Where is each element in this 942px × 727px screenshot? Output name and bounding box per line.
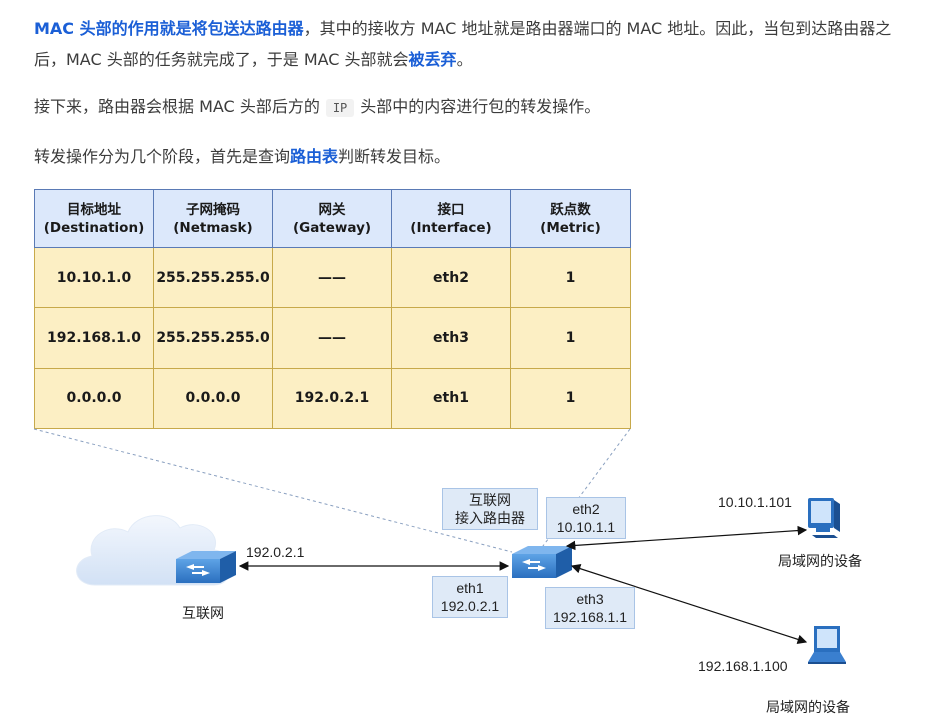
cell-destination: 0.0.0.0 xyxy=(34,367,154,430)
paragraph-text-end: 。 xyxy=(456,50,473,69)
cell-netmask: 0.0.0.0 xyxy=(153,367,273,430)
router-icon xyxy=(176,551,236,583)
paragraph-text-end: 头部中的内容进行包的转发操作。 xyxy=(360,97,601,116)
highlight-discarded: 被丢弃 xyxy=(408,50,457,69)
pc2-label: 局域网的设备 xyxy=(766,699,850,715)
zoom-line-left xyxy=(33,428,513,553)
pc2-ip: 192.168.1.100 xyxy=(698,658,788,674)
cell-metric: 1 xyxy=(510,367,631,430)
highlight-mac-role: MAC 头部的作用就是将包送达路由器 xyxy=(34,19,304,38)
header-interface: 接口(Interface) xyxy=(391,188,511,249)
router-name-box: 互联网接入路由器 xyxy=(442,488,538,530)
paragraph-text: ，其中的接收方 MAC 地址就是路由器端口的 MAC 地址。因此，当包到达路由器… xyxy=(34,19,892,69)
cell-destination: 10.10.1.0 xyxy=(34,247,154,309)
cell-netmask: 255.255.255.0 xyxy=(153,307,273,369)
cell-destination: 192.168.1.0 xyxy=(34,307,154,369)
paragraph-intro: MAC 头部的作用就是将包送达路由器，其中的接收方 MAC 地址就是路由器端口的… xyxy=(34,13,914,75)
inline-code-ip: IP xyxy=(325,99,355,117)
laptop-icon xyxy=(808,626,846,664)
pc1-ip: 10.10.1.101 xyxy=(718,494,792,510)
cell-gateway: 192.0.2.1 xyxy=(272,367,392,430)
internet-router-ip: 192.0.2.1 xyxy=(246,544,305,560)
paragraph-forwarding: 接下来，路由器会根据 MAC 头部后方的 IP 头部中的内容进行包的转发操作。 xyxy=(34,91,914,124)
header-gateway: 网关(Gateway) xyxy=(272,188,392,249)
header-destination: 目标地址(Destination) xyxy=(34,188,154,249)
internet-label: 互联网 xyxy=(182,605,224,621)
paragraph-route-lookup: 转发操作分为几个阶段，首先是查询路由表判断转发目标。 xyxy=(34,141,914,172)
pc1-label: 局域网的设备 xyxy=(778,553,862,569)
table-row: 192.168.1.0 255.255.255.0 —— eth3 1 xyxy=(34,307,631,369)
zoom-line-right xyxy=(539,428,631,551)
paragraph-text: 接下来，路由器会根据 MAC 头部后方的 xyxy=(34,97,320,116)
cell-netmask: 255.255.255.0 xyxy=(153,247,273,309)
cell-metric: 1 xyxy=(510,307,631,369)
table-row: 0.0.0.0 0.0.0.0 192.0.2.1 eth1 1 xyxy=(34,367,631,430)
paragraph-text-end: 判断转发目标。 xyxy=(338,147,451,166)
table-header-row: 目标地址(Destination) 子网掩码(Netmask) 网关(Gatew… xyxy=(34,188,631,249)
table-row: 10.10.1.0 255.255.255.0 —— eth2 1 xyxy=(34,247,631,309)
highlight-route-table: 路由表 xyxy=(290,147,339,166)
link-eth2 xyxy=(565,525,808,551)
desktop-monitor-icon xyxy=(808,498,840,538)
header-netmask: 子网掩码(Netmask) xyxy=(153,188,273,249)
link-eth3 xyxy=(570,564,808,644)
router-icon xyxy=(512,546,572,578)
cell-interface: eth1 xyxy=(391,367,511,430)
routing-table: 目标地址(Destination) 子网掩码(Netmask) 网关(Gatew… xyxy=(34,188,631,430)
cell-interface: eth2 xyxy=(391,247,511,309)
paragraph-text: 转发操作分为几个阶段，首先是查询 xyxy=(34,147,291,166)
cell-metric: 1 xyxy=(510,247,631,309)
header-metric: 跃点数(Metric) xyxy=(510,188,631,249)
